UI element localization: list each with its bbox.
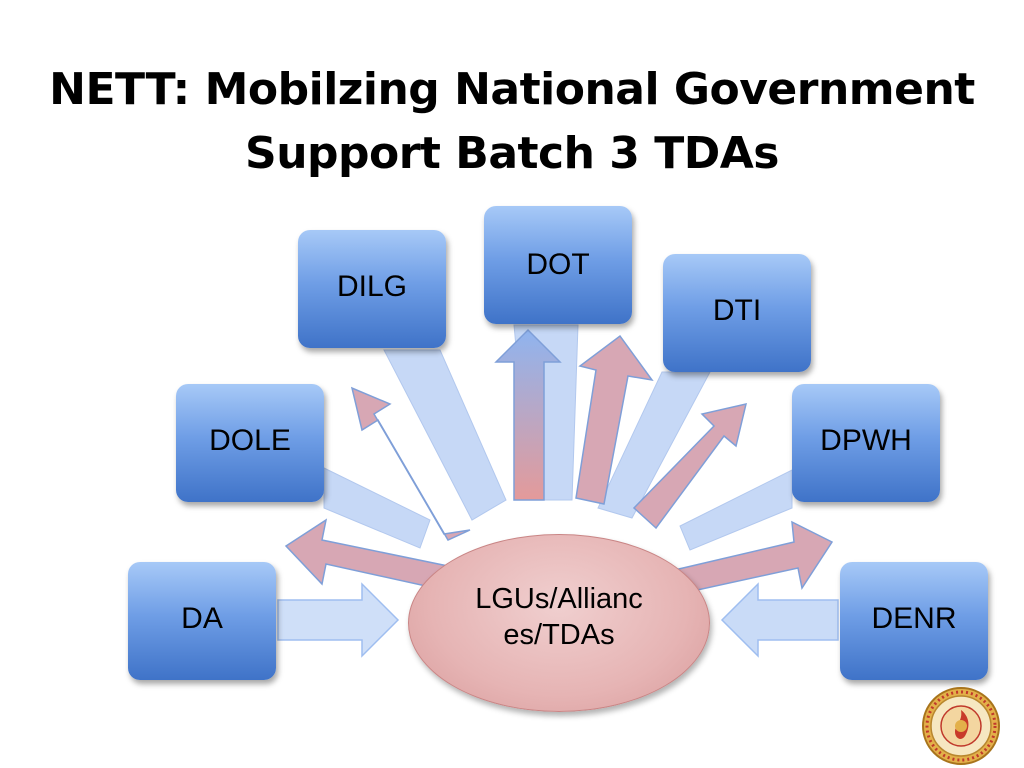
title-line-2: Support Batch 3 TDAs [245,128,779,179]
node-denr-label: DENR [871,602,957,635]
title-line-1: NETT: Mobilzing National Government [49,64,975,115]
node-dole-label: DOLE [209,424,291,457]
inbound-arrow-dti [597,371,711,519]
dilg-seal-icon [922,687,1000,765]
node-dot: DOT [484,206,632,324]
node-dpwh-label: DPWH [820,424,912,457]
slide-title: NETT: Mobilzing National Government Supp… [0,58,1024,186]
node-denr: DENR [840,562,988,680]
inbound-arrow-dilg [383,349,507,521]
node-dti-label: DTI [712,294,762,327]
node-dilg: DILG [298,230,446,348]
node-dole: DOLE [176,384,324,502]
inbound-arrow-da [277,582,400,658]
node-dti: DTI [663,254,811,372]
outbound-arrow-dti-lower [632,403,748,530]
node-dilg-label: DILG [336,270,408,303]
outbound-arrow-dti-upper [575,334,654,505]
outbound-arrow-dilg [350,386,471,541]
outbound-arrow-dot [494,328,562,501]
node-da: DA [128,562,276,680]
node-da-label: DA [181,602,223,635]
node-dot-label: DOT [526,248,590,281]
center-node-label: LGUs/Allianc es/TDAs [475,583,643,651]
inbound-arrow-dpwh [679,469,793,551]
inbound-arrow-dole [323,467,431,549]
inbound-arrow-denr [720,582,839,658]
node-dpwh: DPWH [792,384,940,502]
center-node: LGUs/Allianc es/TDAs [408,534,710,712]
